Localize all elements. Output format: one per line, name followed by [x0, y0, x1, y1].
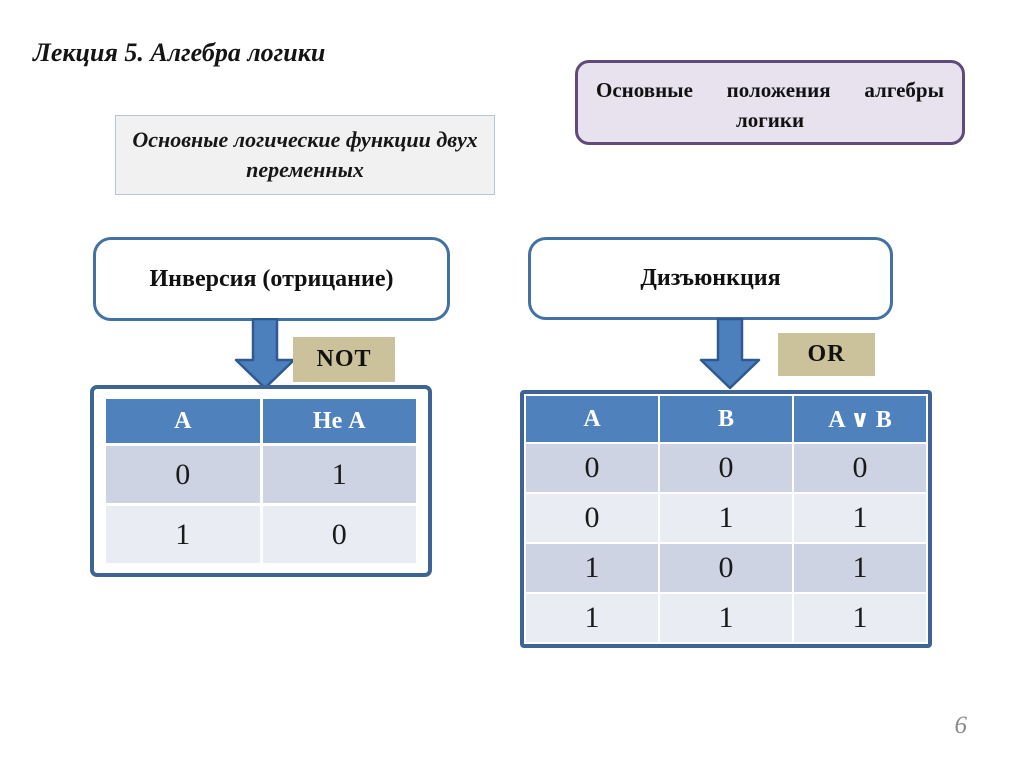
page-number: 6: [954, 712, 968, 739]
value-cell: 0: [526, 494, 658, 542]
value-cell: 0: [262, 506, 416, 563]
disjunction-box-label: Дизъюнкция: [640, 265, 781, 291]
header-cell: A: [526, 396, 658, 442]
subtitle-box: Основные логические функции двух перемен…: [115, 115, 495, 195]
not-tag-label: NOT: [316, 346, 372, 372]
value-cell: 1: [526, 544, 658, 592]
subtitle-text: Основные логические функции двух перемен…: [132, 127, 478, 182]
value-cell: 1: [660, 494, 792, 542]
value-cell: 1: [794, 594, 926, 642]
inversion-table-grid: A Не A 0 1 1 0: [106, 399, 416, 563]
value-cell: 0: [794, 444, 926, 492]
value-cell: 1: [106, 506, 260, 563]
disjunction-truth-table: A B A ∨ B 0 0 0 0 1 1 1 0 1 1 1 1: [520, 390, 932, 648]
value-cell: 0: [660, 444, 792, 492]
value-cell: 1: [794, 494, 926, 542]
value-cell: 0: [660, 544, 792, 592]
value-cell: 1: [262, 446, 416, 503]
not-tag: NOT: [293, 337, 395, 382]
header-cell: Не A: [262, 399, 416, 443]
header-cell: A ∨ B: [794, 396, 926, 442]
value-cell: 1: [794, 544, 926, 592]
slide-title: Лекция 5. Алгебра логики: [33, 38, 326, 67]
inversion-box-label: Инверсия (отрицание): [149, 265, 394, 292]
or-tag: OR: [778, 333, 875, 376]
disjunction-table-grid: A B A ∨ B 0 0 0 0 1 1 1 0 1 1 1 1: [526, 396, 926, 642]
value-cell: 1: [660, 594, 792, 642]
inversion-concept-box: Инверсия (отрицание): [93, 237, 450, 321]
header-cell: B: [660, 396, 792, 442]
topic-callout: Основные положения алгебры логики: [575, 60, 965, 145]
value-cell: 1: [526, 594, 658, 642]
value-cell: 0: [106, 446, 260, 503]
or-tag-label: OR: [807, 341, 846, 367]
disjunction-concept-box: Дизъюнкция: [528, 237, 893, 320]
down-arrow-icon: [699, 318, 761, 390]
inversion-truth-table: A Не A 0 1 1 0: [90, 385, 432, 577]
header-cell: A: [106, 399, 260, 443]
value-cell: 0: [526, 444, 658, 492]
down-arrow-icon: [234, 318, 296, 390]
